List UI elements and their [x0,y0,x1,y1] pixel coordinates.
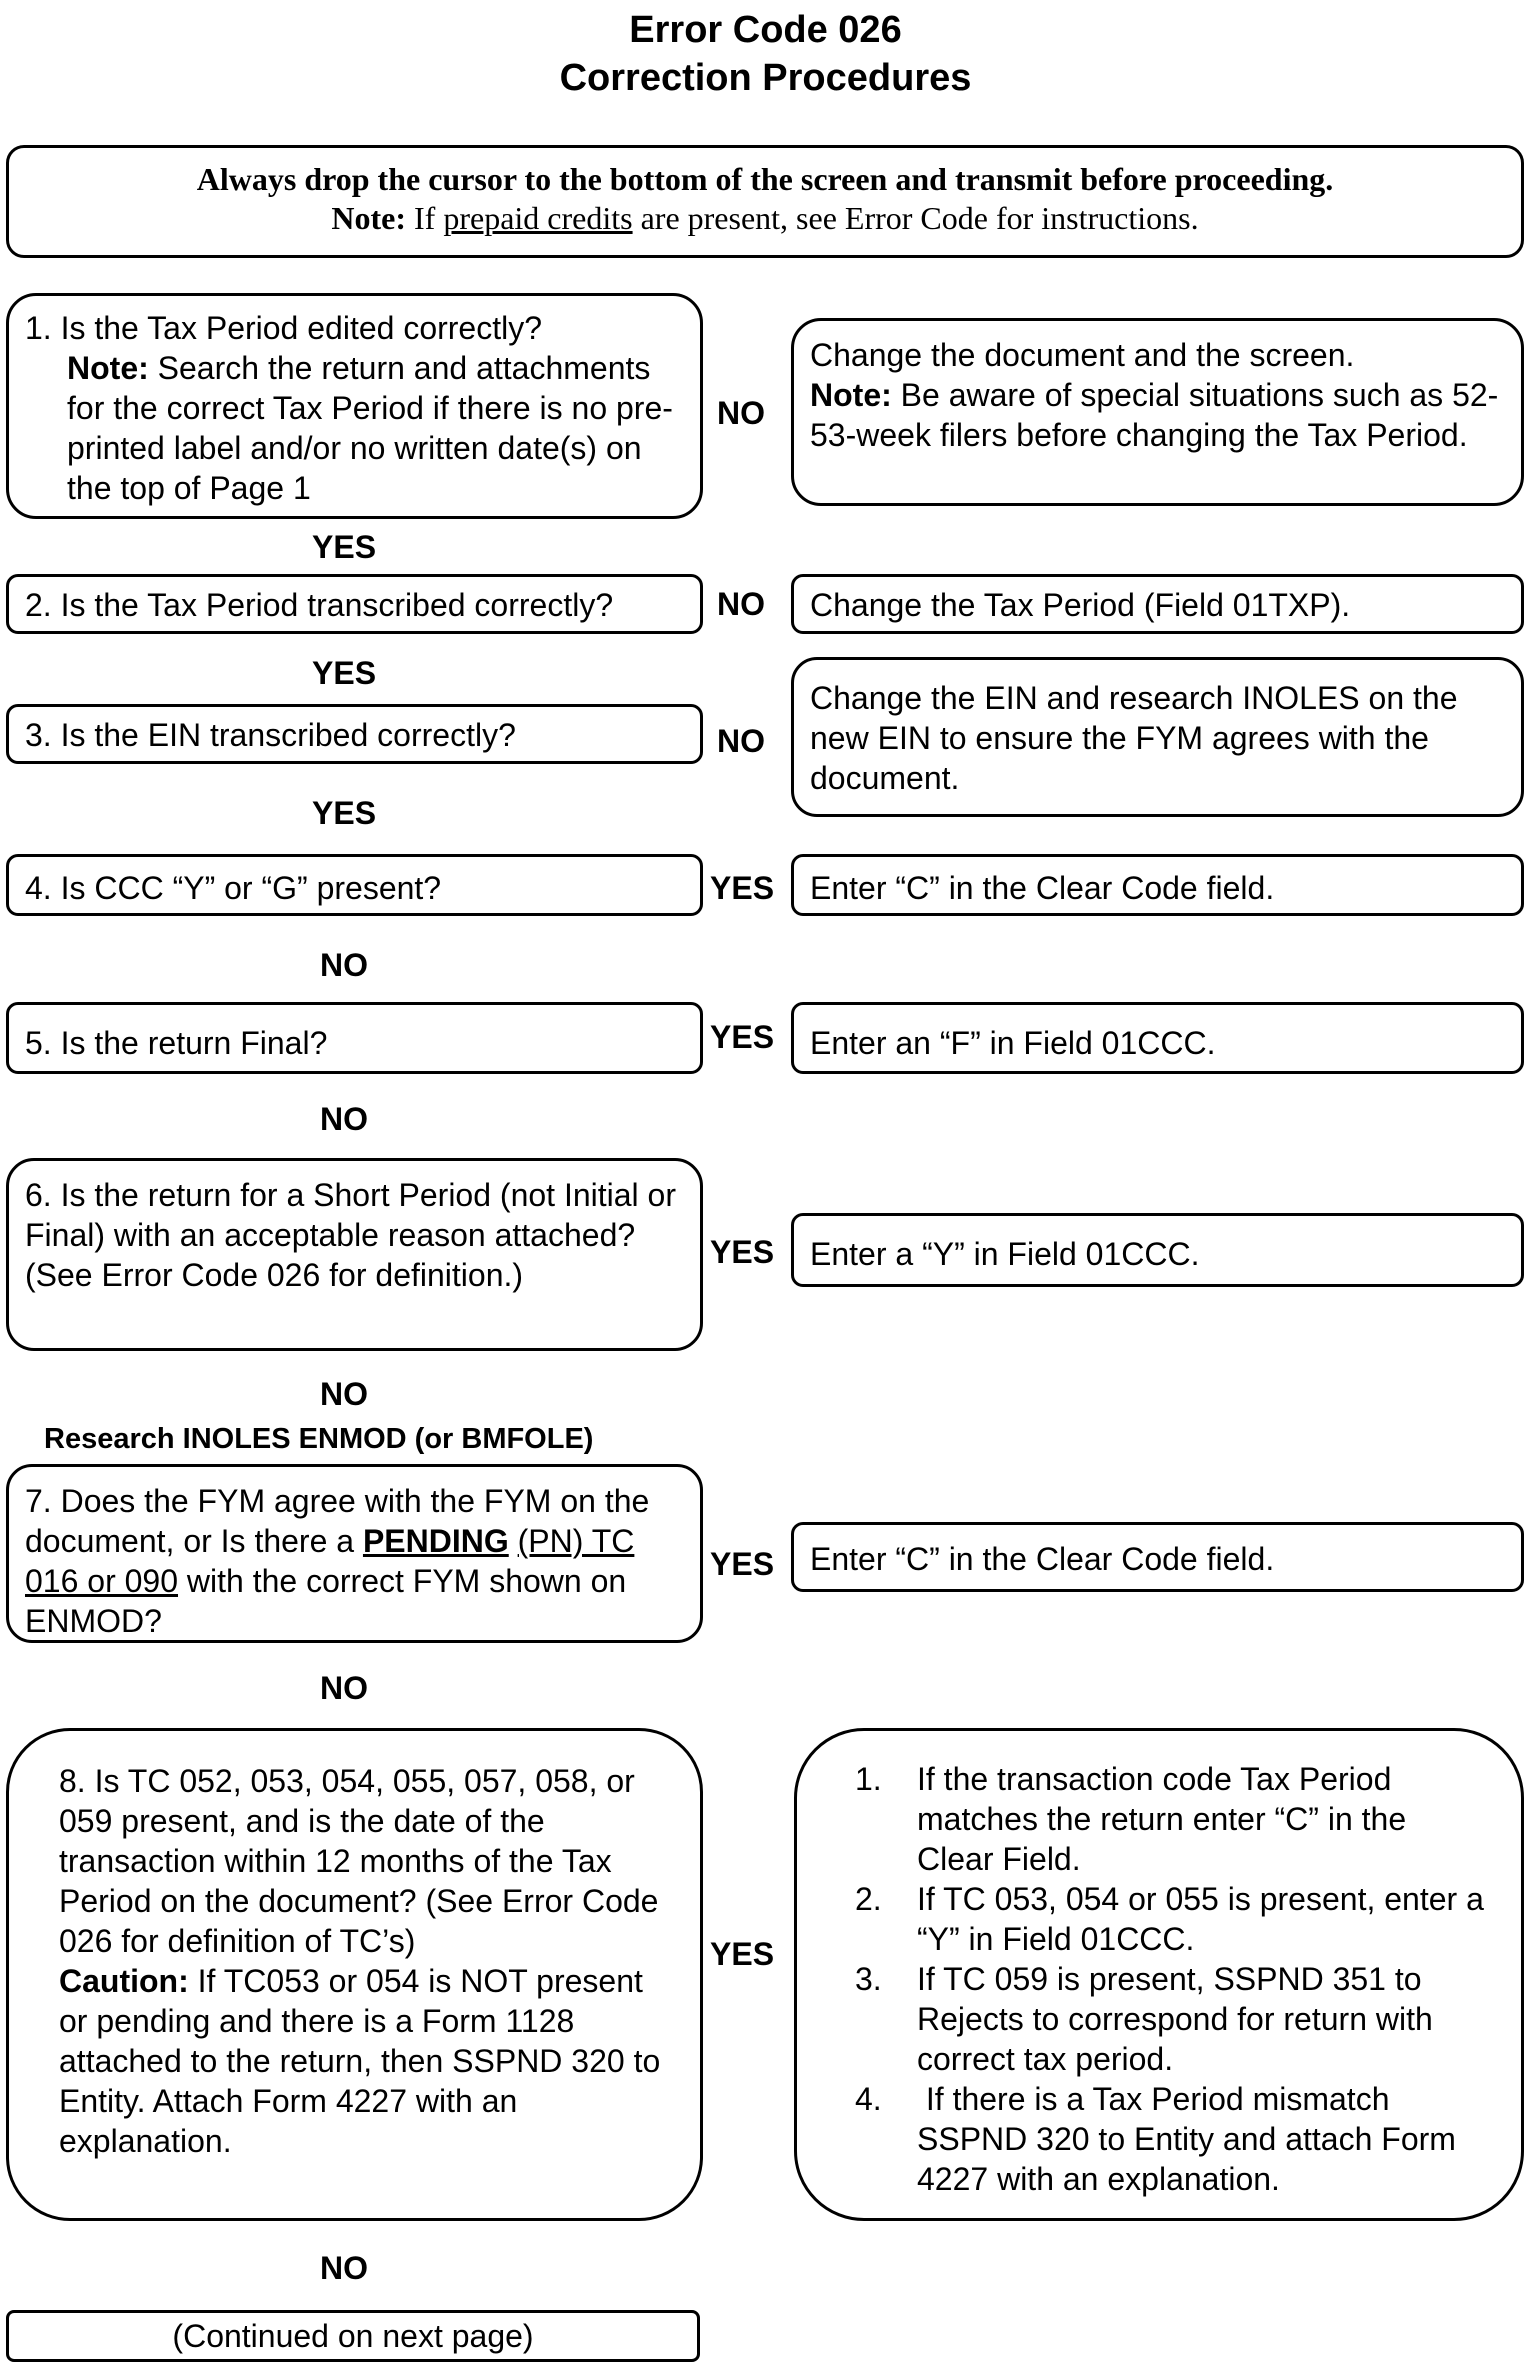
q3-yes-label: YES [312,795,377,831]
question-8-caution: Caution: If TC053 or 054 is NOT present … [59,1961,670,2161]
question-3-text: 3. Is the EIN transcribed correctly? [25,717,516,753]
banner-note-label: Note: [331,200,407,236]
caution-text: If TC053 or 054 is NOT present or pendin… [59,1963,661,2159]
q4-no-label: NO [320,947,368,983]
q1-yes-label: YES [312,529,377,565]
q7-action-text: Enter “C” in the Clear Code field. [810,1541,1275,1577]
q8-action-item: 4. If there is a Tax Period mismatch SSP… [855,2081,1465,2197]
q2-action-box: Change the Tax Period (Field 01TXP). [791,574,1524,634]
q2-yes-label: YES [312,655,377,691]
banner-note-post: are present, see Error Code for instruct… [640,200,1199,236]
question-3-box: 3. Is the EIN transcribed correctly? [6,704,703,764]
caution-label: Caution: [59,1963,189,1999]
q2-action-text: Change the Tax Period (Field 01TXP). [810,587,1351,623]
q6-action-text: Enter a “Y” in Field 01CCC. [810,1236,1200,1272]
q1-action-box: Change the document and the screen. Note… [791,318,1524,506]
q5-action-text: Enter an “F” in Field 01CCC. [810,1025,1216,1061]
q3-action-box: Change the EIN and research INOLES on th… [791,657,1524,817]
q3-no-label: NO [717,723,765,759]
question-6-box: 6. Is the return for a Short Period (not… [6,1158,703,1351]
q7-no-label: NO [320,1670,368,1706]
question-7-text-pre: 7. Does the FYM agree with the FYM on th… [25,1483,650,1559]
title-line-2: Correction Procedures [559,57,972,99]
q8-action-box: 1.If the transaction code Tax Period mat… [794,1728,1524,2221]
question-1-note: Note: Search the return and attachments … [25,348,686,508]
continued-text: (Continued on next page) [172,2318,534,2354]
q8-action-item: 3.If TC 059 is present, SSPND 351 to Rej… [855,1961,1433,2077]
instruction-banner: Always drop the cursor to the bottom of … [6,145,1524,258]
q7-yes-label: YES [710,1546,775,1582]
q1-action-note-label: Note: [810,377,892,413]
question-8-box: 8. Is TC 052, 053, 054, 055, 057, 058, o… [6,1728,703,2221]
q6-yes-label: YES [710,1234,775,1270]
q8-yes-label: YES [710,1936,775,1972]
question-4-box: 4. Is CCC “Y” or “G” present? [6,854,703,916]
question-5-box: 5. Is the return Final? [6,1002,703,1074]
banner-note: Note: If prepaid credits are present, se… [9,199,1521,238]
q4-yes-label: YES [710,870,775,906]
question-8-text: 8. Is TC 052, 053, 054, 055, 057, 058, o… [59,1763,659,1959]
q7-action-box: Enter “C” in the Clear Code field. [791,1522,1524,1592]
question-2-box: 2. Is the Tax Period transcribed correct… [6,574,703,634]
continued-box: (Continued on next page) [6,2310,700,2362]
q8-action-item: 2.If TC 053, 054 or 055 is present, ente… [855,1881,1484,1957]
question-1-box: 1. Is the Tax Period edited correctly? N… [6,293,703,519]
page-title: Error Code 026 Correction Procedures [0,6,1531,102]
q8-no-label: NO [320,2250,368,2286]
pending-tc-label: (PN) TC 016 or 090 [25,1523,635,1599]
question-2-text: 2. Is the Tax Period transcribed correct… [25,587,614,623]
title-line-1: Error Code 026 [629,9,902,51]
question-1-note-label: Note: [67,350,149,386]
q4-action-box: Enter “C” in the Clear Code field. [791,854,1524,916]
banner-line-1: Always drop the cursor to the bottom of … [196,161,1334,197]
question-1-text: 1. Is the Tax Period edited correctly? [25,310,543,346]
q4-action-text: Enter “C” in the Clear Code field. [810,870,1275,906]
question-6-text: 6. Is the return for a Short Period (not… [25,1177,676,1293]
q6-action-box: Enter a “Y” in Field 01CCC. [791,1213,1524,1287]
q3-action-text: Change the EIN and research INOLES on th… [810,680,1458,796]
q1-action-note-text: Be aware of special situations such as 5… [810,377,1499,453]
question-5-text: 5. Is the return Final? [25,1025,328,1061]
pending-label: PENDING [362,1523,509,1559]
q5-action-box: Enter an “F” in Field 01CCC. [791,1002,1524,1074]
q6-no-label: NO [320,1376,368,1412]
q1-action-text: Change the document and the screen. [810,337,1355,373]
question-1-note-text: Search the return and attachments for th… [67,350,673,506]
q2-no-label: NO [717,586,765,622]
question-4-text: 4. Is CCC “Y” or “G” present? [25,870,442,906]
q1-action-note: Note: Be aware of special situations suc… [810,375,1507,455]
q5-no-label: NO [320,1101,368,1137]
q5-yes-label: YES [710,1019,775,1055]
q8-action-item: 1.If the transaction code Tax Period mat… [855,1761,1407,1877]
q1-no-label: NO [717,395,765,431]
banner-note-pre: If [414,200,436,236]
question-7-box: 7. Does the FYM agree with the FYM on th… [6,1464,703,1643]
q8-action-list: 1.If the transaction code Tax Period mat… [855,1759,1491,2199]
question-7-text-post: with the correct FYM shown on ENMOD? [25,1563,627,1639]
prepaid-credits-link: prepaid credits [443,200,633,236]
research-inoles-label: Research INOLES ENMOD (or BMFOLE) [44,1423,594,1455]
